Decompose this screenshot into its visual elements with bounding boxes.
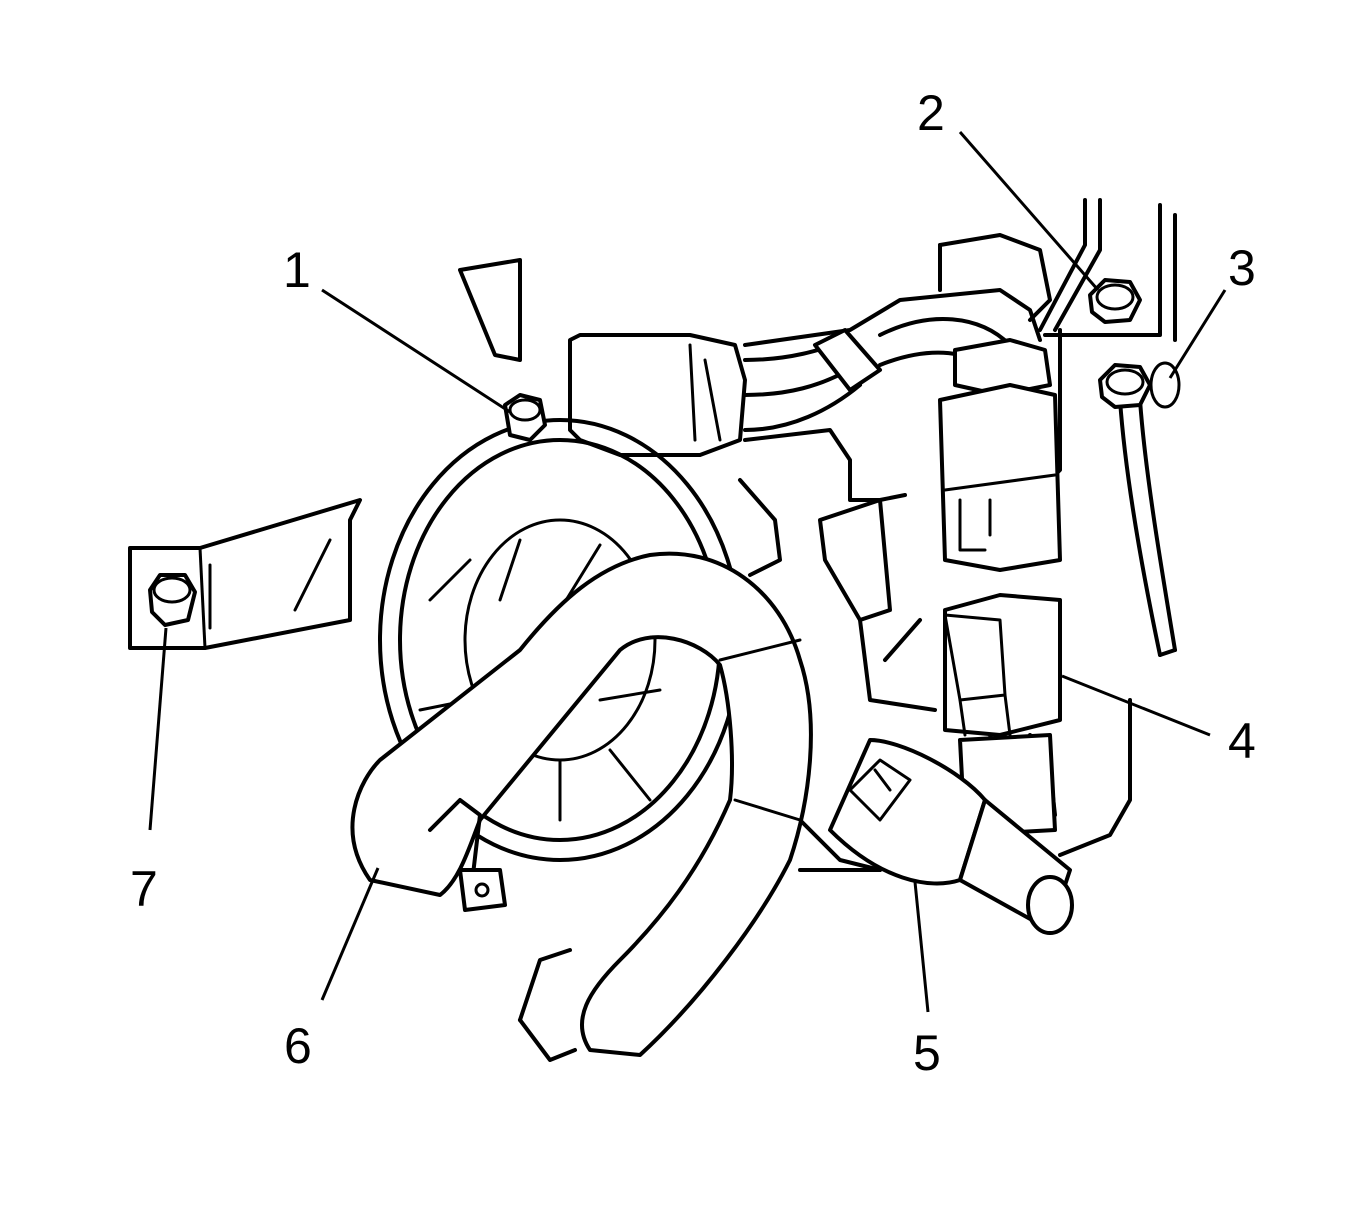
leader-4 [1061, 674, 1211, 737]
leader-1 [321, 288, 511, 414]
bolt-1-icon [503, 393, 547, 442]
callout-leaders [148, 131, 1227, 1013]
callout-3: 3 [1228, 240, 1256, 296]
leader-5 [913, 881, 930, 1013]
bolt-2-icon [1088, 278, 1142, 324]
callout-7: 7 [130, 861, 158, 917]
ground-bolt-icon [1098, 361, 1181, 409]
callout-labels: 1 2 3 4 5 6 7 [130, 85, 1256, 1081]
callout-5: 5 [913, 1025, 941, 1081]
ground-wire [1118, 398, 1177, 657]
callout-2: 2 [917, 85, 945, 141]
leader-7 [148, 627, 168, 831]
leader-2 [958, 131, 1100, 291]
callout-1: 1 [283, 242, 311, 298]
blower-housing [568, 233, 1132, 872]
heater-hose [350, 551, 813, 1062]
upper-connector [938, 338, 1062, 572]
leader-3 [1168, 289, 1227, 379]
coolant-hose [828, 738, 1074, 935]
wiring-harness [743, 198, 1177, 432]
bracket-nut-icon [148, 573, 197, 627]
mounting-bracket [128, 498, 362, 650]
callout-4: 4 [1228, 713, 1256, 769]
callout-6: 6 [284, 1018, 312, 1074]
leader-6 [320, 867, 380, 1001]
